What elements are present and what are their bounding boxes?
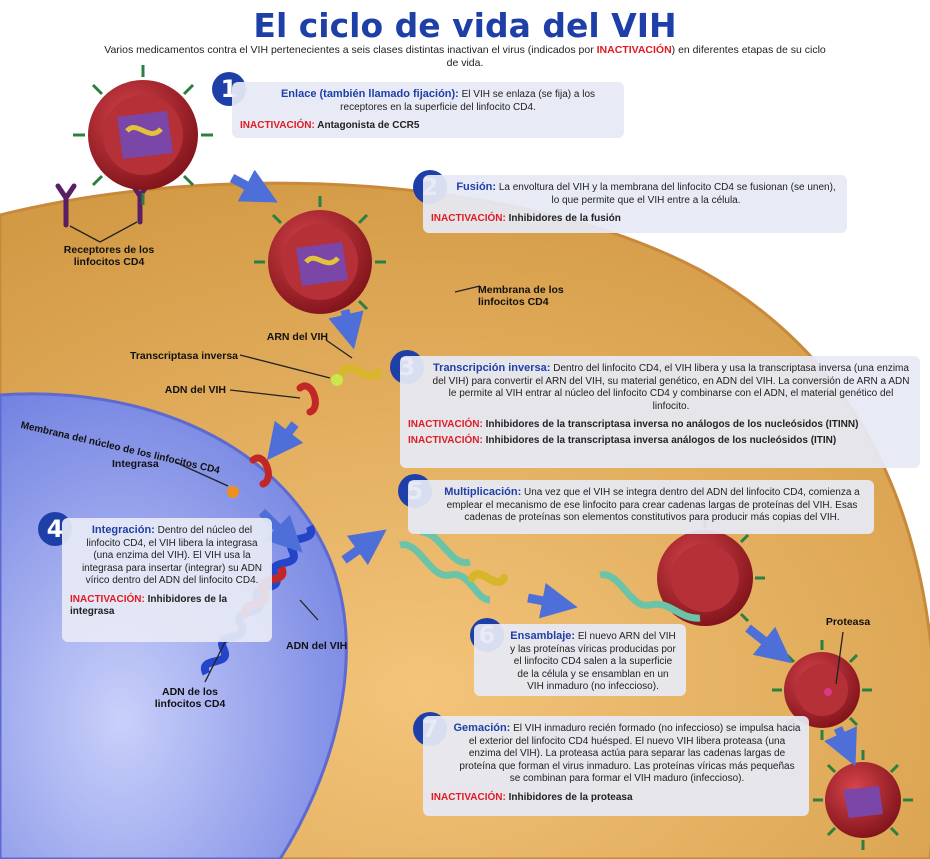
step-5-text: Una vez que el VIH se integra dentro del… — [446, 487, 860, 523]
step-1-inact-label: INACTIVACIÓN: — [240, 120, 315, 131]
step-7-head: Gemación: — [453, 722, 511, 734]
step-4-inactivation: INACTIVACIÓN: Inhibidores de la integras… — [70, 594, 264, 619]
step-1-box: Enlace (también llamado fijación): El VI… — [232, 82, 624, 138]
step-1-number: 1 — [212, 72, 246, 106]
step-3-text: Dentro del linfocito CD4, el VIH libera … — [432, 363, 910, 412]
hiv-dna-strand — [296, 382, 319, 416]
step-1-head: Enlace (también llamado fijación): — [280, 88, 459, 100]
step-7-text: El VIH inmaduro recién formado (no infec… — [459, 723, 801, 784]
leader-lines — [69, 221, 844, 685]
label-arn: ARN del VIH — [266, 331, 328, 343]
step-3-head: Transcripción inversa: — [433, 362, 551, 374]
integrase-dna — [249, 454, 272, 488]
step-7-inactivation: INACTIVACIÓN: Inhibidores de la proteasa — [431, 792, 801, 805]
step-2-inactivation: INACTIVACIÓN: Inhibidores de la fusión — [431, 213, 839, 226]
step-3-box: Transcripción inversa: Dentro del linfoc… — [400, 356, 920, 468]
step-4-text: Dentro del núcleo del linfocito CD4, el … — [81, 525, 263, 586]
step-4-head: Integración: — [91, 524, 155, 536]
step-4-inact-value: Inhibidores de la integrasa — [70, 593, 228, 618]
step-2-box: Fusión: La envoltura del VIH y la membra… — [423, 175, 847, 233]
new-rna — [468, 570, 508, 586]
virus-mature — [813, 750, 913, 850]
label-proteasa: Proteasa — [825, 616, 871, 628]
virus-fusion — [254, 196, 386, 314]
reverse-transcriptase-shape — [331, 374, 343, 386]
step-1-text: El VIH se enlaza (se fija) a los recepto… — [340, 89, 596, 113]
integrase-shape — [227, 486, 239, 498]
subtitle-inactivation: INACTIVACIÓN — [596, 44, 672, 56]
step-3-inact-value-1: Inhibidores de la transcriptasa inversa … — [485, 419, 859, 430]
step-5-box: Multiplicación: Una vez que el VIH se in… — [408, 480, 874, 534]
subtitle-post: ) en diferentes etapas de su ciclo de vi… — [446, 44, 826, 69]
step-3-inactivation-1: INACTIVACIÓN: Inhibidores de la transcri… — [408, 419, 912, 432]
step-7-inact-label: INACTIVACIÓN: — [431, 791, 506, 803]
subtitle-pre: Varios medicamentos contra el VIH perten… — [104, 44, 597, 56]
label-adn-cd4: ADN de los linfocitos CD4 — [154, 686, 226, 710]
step-2-text: La envoltura del VIH y la membrana del l… — [496, 182, 836, 206]
label-receptores: Receptores de los linfocitos CD4 — [63, 244, 155, 268]
page-title: El ciclo de vida del VIH — [253, 6, 677, 45]
hiv-rna-strand — [338, 364, 382, 380]
label-membrana: Membrana de los linfocitos CD4 — [478, 284, 564, 308]
step-3-inact-label-1: INACTIVACIÓN: — [408, 419, 483, 430]
step-2-inact-label: INACTIVACIÓN: — [431, 213, 506, 224]
step-6-box: Ensamblaje: El nuevo ARN del VIH y las p… — [474, 624, 686, 696]
page-subtitle: Varios medicamentos contra el VIH perten… — [100, 44, 830, 70]
label-adn-vih: ADN del VIH — [164, 384, 226, 396]
label-transcriptasa: Transcriptasa inversa — [130, 350, 238, 362]
virus-attach — [73, 65, 213, 205]
step-2-inact-value: Inhibidores de la fusión — [508, 213, 621, 224]
step-6-text: El nuevo ARN del VIH y las proteínas vír… — [510, 631, 676, 692]
step-3-inact-value-2: Inhibidores de la transcriptasa inversa … — [485, 434, 837, 446]
step-3-inact-label-2: INACTIVACIÓN: — [408, 434, 483, 446]
step-1-inact-value: Antagonista de CCR5 — [317, 120, 420, 131]
label-adn-vih-2: ADN del VIH — [286, 640, 348, 652]
step-5-head: Multiplicación: — [444, 486, 522, 498]
step-3-inactivation-2: INACTIVACIÓN: Inhibidores de la transcri… — [408, 435, 912, 448]
flow-arrows — [229, 169, 857, 767]
step-1-inactivation: INACTIVACIÓN: Antagonista de CCR5 — [240, 120, 616, 133]
label-integrasa: Integrasa — [112, 458, 159, 470]
step-4-inact-label: INACTIVACIÓN: — [70, 593, 145, 605]
step-2-head: Fusión: — [456, 181, 497, 193]
step-7-box: Gemación: El VIH inmaduro recién formado… — [423, 716, 809, 816]
step-6-head: Ensamblaje: — [510, 630, 576, 642]
virus-budding — [772, 640, 872, 740]
step-7-inact-value: Inhibidores de la proteasa — [508, 791, 633, 803]
step-4-box: Integración: Dentro del núcleo del linfo… — [62, 518, 272, 642]
